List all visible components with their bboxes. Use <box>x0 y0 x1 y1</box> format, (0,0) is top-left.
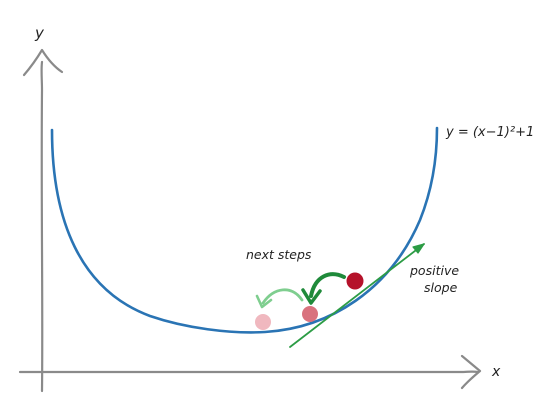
y-axis-line <box>40 60 44 393</box>
step-arrow-dark-head <box>301 288 322 305</box>
y-axis-label: y <box>34 24 45 42</box>
y-axis-arrowhead <box>22 48 64 77</box>
x-axis-line <box>18 370 480 374</box>
tangent-line <box>289 243 425 348</box>
next-steps-label: next steps <box>246 247 312 262</box>
x-axis-arrowhead <box>460 354 482 390</box>
ball-future <box>255 314 271 330</box>
parabola-curve <box>50 126 439 334</box>
curve-equation-label: y = (x−1)²+1 <box>445 125 534 140</box>
ball-next <box>302 306 318 322</box>
tangent-arrowhead <box>412 243 425 254</box>
step-arrow-light <box>261 288 304 305</box>
step-arrow-dark <box>309 272 346 298</box>
step-arrow-light-head <box>255 294 273 309</box>
x-axis-label: x <box>491 364 501 380</box>
ball-current <box>346 272 364 290</box>
slope-label-line1: positive <box>409 263 459 278</box>
slope-label-line2: slope <box>424 280 458 295</box>
